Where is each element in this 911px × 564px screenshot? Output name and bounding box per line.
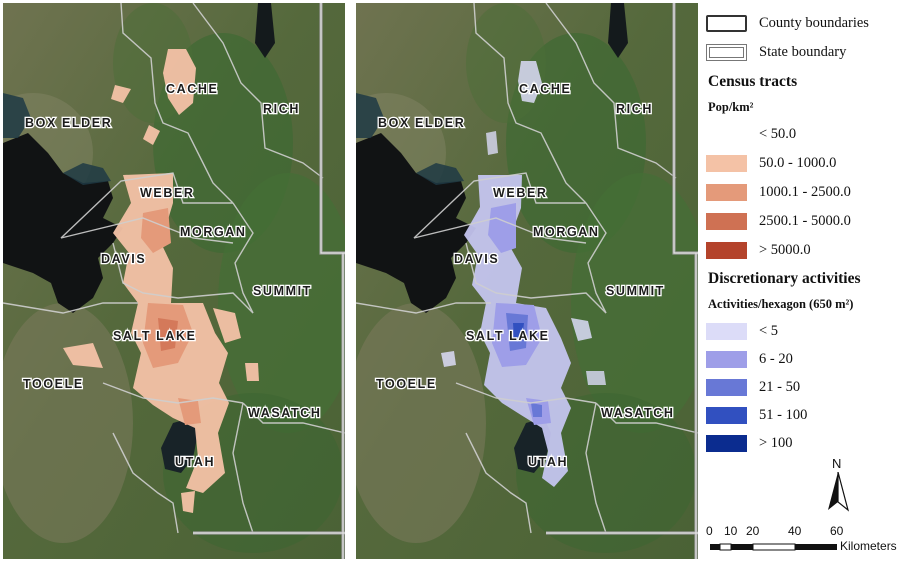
pop-class-swatch <box>706 155 747 172</box>
activity-class-label: < 5 <box>759 323 779 339</box>
activity-class-swatch <box>706 407 747 424</box>
activity-class-4: > 100 <box>706 435 793 452</box>
county-label-weber: WEBER <box>493 186 548 200</box>
pop-class-label: 2500.1 - 5000.0 <box>759 213 851 229</box>
lake-shallows <box>356 93 464 185</box>
county-label-utah: UTAH <box>528 455 568 469</box>
pop-class-swatch <box>706 242 747 259</box>
county-label-summit: SUMMIT <box>606 284 665 298</box>
activity-class-label: 51 - 100 <box>759 407 808 423</box>
activity-class-1: 6 - 20 <box>706 351 793 368</box>
reservoir <box>608 3 628 58</box>
activity-class-swatch <box>706 323 747 340</box>
county-label-salt-lake: SALT LAKE <box>466 329 550 343</box>
activities-unit: Activities/hexagon (650 m²) <box>708 297 854 311</box>
activity-hexagons <box>441 61 606 487</box>
north-arrow: N <box>824 456 852 512</box>
great-salt-lake <box>3 133 123 313</box>
county-label-wasatch: WASATCH <box>248 406 321 420</box>
activity-class-label: > 100 <box>759 435 793 451</box>
activity-class-label: 21 - 50 <box>759 379 801 395</box>
county-label-morgan: MORGAN <box>533 225 600 239</box>
activity-class-2: 21 - 50 <box>706 379 800 396</box>
county-label-box-elder: BOX ELDER <box>25 116 112 130</box>
county-label-davis: DAVIS <box>454 252 499 266</box>
legend-state-boundary: State boundary <box>706 44 846 61</box>
map-legend: County boundaries State boundary Census … <box>706 0 911 564</box>
county-label-rich: RICH <box>616 102 653 116</box>
county-label-tooele: TOOELE <box>376 377 437 391</box>
great-salt-lake <box>356 133 476 313</box>
state-boundary-label: State boundary <box>759 44 847 60</box>
scale-tick-40: 40 <box>788 524 802 538</box>
legend-county-boundaries: County boundaries <box>706 15 869 32</box>
county-boundary-lines <box>3 3 345 534</box>
utah-lake <box>514 418 551 473</box>
county-label-tooele: TOOELE <box>23 377 84 391</box>
discretionary-activities-map[interactable]: CACHE RICH BOX ELDER WEBER MORGAN DAVIS … <box>356 3 698 559</box>
scale-tick-0: 0 <box>706 524 713 538</box>
pop-class-label: < 50.0 <box>759 126 797 142</box>
scale-tick-10: 10 <box>724 524 738 538</box>
pop-class-label: > 5000.0 <box>759 242 811 258</box>
pop-class-swatch <box>706 213 747 230</box>
pop-density-unit: Pop/km² <box>708 100 754 114</box>
pop-class-4: > 5000.0 <box>706 242 811 259</box>
pop-class-2: 1000.1 - 2500.0 <box>706 184 851 201</box>
pop-class-3: 2500.1 - 5000.0 <box>706 213 851 230</box>
scale-tick-20: 20 <box>746 524 760 538</box>
lake-shallows <box>3 93 111 185</box>
county-label-wasatch: WASATCH <box>601 406 674 420</box>
activity-class-swatch <box>706 351 747 368</box>
county-label-cache: CACHE <box>519 82 571 96</box>
county-label-davis: DAVIS <box>101 252 146 266</box>
pop-class-1: 50.0 - 1000.0 <box>706 155 836 172</box>
county-boundary-swatch <box>706 15 747 32</box>
scale-unit-label: Kilometers <box>840 539 897 553</box>
pop-class-swatch <box>706 184 747 201</box>
north-arrow-icon <box>828 472 850 512</box>
activity-class-swatch <box>706 379 747 396</box>
scale-bar-graphic <box>710 543 837 551</box>
state-boundary-swatch <box>706 44 747 61</box>
population-density-map[interactable]: CACHE RICH BOX ELDER WEBER MORGAN DAVIS … <box>3 3 345 559</box>
county-boundary-lines <box>356 3 698 534</box>
county-boundaries-label: County boundaries <box>759 15 869 31</box>
utah-lake <box>161 418 198 473</box>
county-label-summit: SUMMIT <box>253 284 312 298</box>
county-label-morgan: MORGAN <box>180 225 247 239</box>
county-label-box-elder: BOX ELDER <box>378 116 465 130</box>
activity-class-label: 6 - 20 <box>759 351 793 367</box>
pop-class-label: 50.0 - 1000.0 <box>759 155 837 171</box>
county-label-rich: RICH <box>263 102 300 116</box>
county-labels: CACHE RICH BOX ELDER WEBER MORGAN DAVIS … <box>375 81 674 471</box>
county-label-salt-lake: SALT LAKE <box>113 329 197 343</box>
census-tract-polygons <box>63 49 259 513</box>
pop-class-0: < 50.0 <box>706 126 796 143</box>
activity-class-3: 51 - 100 <box>706 407 807 424</box>
activity-class-0: < 5 <box>706 323 778 340</box>
activity-class-swatch <box>706 435 747 452</box>
reservoir <box>255 3 275 58</box>
pop-class-label: 1000.1 - 2500.0 <box>759 184 851 200</box>
discretionary-activities-heading: Discretionary activities <box>708 270 861 287</box>
census-tracts-heading: Census tracts <box>708 73 798 90</box>
county-label-weber: WEBER <box>140 186 195 200</box>
county-labels: CACHE RICH BOX ELDER WEBER MORGAN DAVIS … <box>22 81 321 471</box>
county-label-cache: CACHE <box>166 82 218 96</box>
pop-class-swatch <box>706 126 747 143</box>
north-label: N <box>832 456 842 471</box>
county-label-utah: UTAH <box>175 455 215 469</box>
scale-tick-60: 60 <box>830 524 844 538</box>
